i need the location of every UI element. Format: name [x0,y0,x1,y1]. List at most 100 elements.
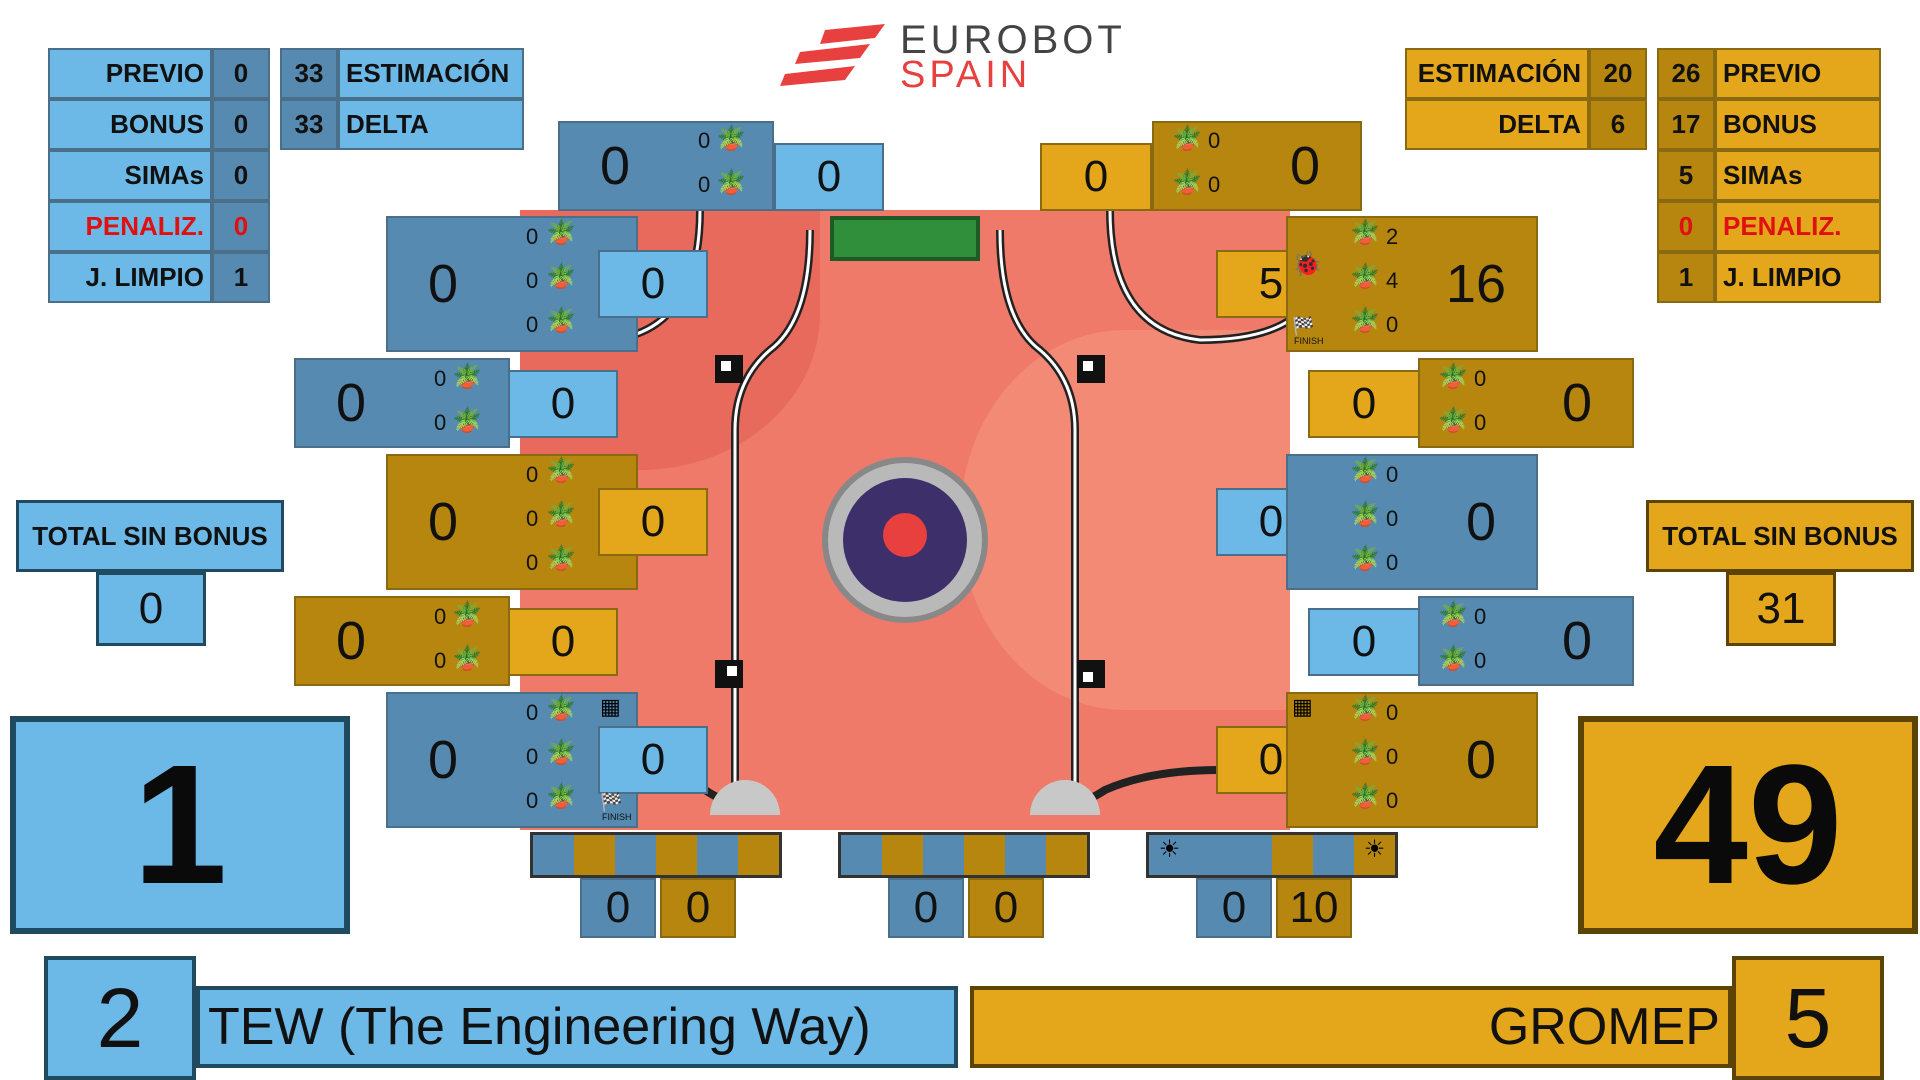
planter-icon: 🪴 [1172,169,1202,196]
blue-team-name: TEW (The Engineering Way) [208,998,871,1056]
right-zone-3-count-2: 0 [1386,506,1399,531]
right-zone-2-score: 0 [1561,373,1592,433]
blue-simas-value: 0 [233,160,249,190]
panel-3-yellow-score: 10 [1276,878,1352,938]
panel-slot [1046,835,1087,875]
top-yellow-zone-sub-score: 0 [1083,152,1109,201]
plant-pot-icon: 🪴 [1350,457,1380,484]
right-zone-2-sub: 0 [1308,370,1420,438]
left-zone-3-count-1: 0 [526,462,539,487]
panel-slot [1231,835,1272,875]
panel-slot [1272,835,1313,875]
left-zone-1-count-2: 0 [526,268,539,293]
panel-1-yellow-value: 0 [685,883,711,932]
panel-slot [964,835,1005,875]
yellow-previo-value: 26 [1671,58,1701,88]
planter-icon: 🪴 [1172,125,1202,152]
planter-icon: 🪴 [452,363,482,390]
plant-pot-icon: 🪴 [546,263,576,290]
right-zone-2: 0 [1418,358,1634,448]
panel-slot [841,835,882,875]
yellow-estimacion-label: ESTIMACIÓN [1417,58,1581,88]
plant-pot-icon: 🪴 [1350,739,1380,766]
top-blue-zone-score: 0 [600,136,631,196]
ladybug-icon: 🐞 [1292,251,1322,278]
right-zone-5-count-1: 0 [1386,700,1399,725]
panel-slot [1313,835,1354,875]
right-zone-4-score: 0 [1561,611,1592,671]
planter-icon: 🪴 [1438,645,1468,672]
panel-1-blue-value: 0 [605,883,631,932]
blue-estimacion-value: 33 [294,58,324,88]
yellow-total-sin-bonus-box: 31 [1726,572,1836,646]
panel-slot [656,835,697,875]
blue-simas-label-cell: SIMAs [48,150,212,201]
left-zone-1-sub: 0 [598,250,708,318]
right-zone-4-count-2: 0 [1474,648,1487,673]
logo-swoosh-icon [780,24,885,86]
panel-slot [738,835,779,875]
yellow-bonus-value: 17 [1671,109,1701,139]
panel-1-blue-score: 0 [580,878,656,938]
logo-line1: EUROBOT [900,18,1126,62]
left-zone-2-count-2: 0 [434,410,447,435]
right-zone-2-count-1: 0 [1474,366,1487,391]
blue-bonus-label-cell: BONUS [48,99,212,150]
left-zone-5-count-2: 0 [526,744,539,769]
left-zone-4-count-1: 0 [434,604,447,629]
yellow-estimacion-label-cell: ESTIMACIÓN [1405,48,1589,99]
right-zone-3-count-3: 0 [1386,550,1399,575]
plant-pot-icon: 🪴 [1350,695,1380,722]
blue-team-name-bar: TEW (The Engineering Way) [196,986,958,1068]
top-blue-count-1: 0 [698,128,711,153]
blue-previo-label-cell: PREVIO [48,48,212,99]
top-blue-zone: 0 [558,121,774,211]
panel-slot [533,835,574,875]
blue-estimacion-cell: 33 [280,48,338,99]
right-zone-5: 0 [1286,692,1538,828]
right-zone-3-count-1: 0 [1386,462,1399,487]
yellow-estimacion-cell: 20 [1589,48,1647,99]
top-green-zone [830,216,980,261]
plant-pot-icon: 🪴 [1350,545,1380,572]
left-zone-5-sub-score: 0 [640,735,666,784]
blue-estimacion-label: ESTIMACIÓN [346,58,510,88]
yellow-delta-label: DELTA [1498,109,1581,139]
left-zone-2-sub-score: 0 [550,379,576,428]
blue-penaliz-label: PENALIZ. [85,211,204,241]
blue-bonus-value: 0 [233,109,249,139]
left-zone-4-count-2: 0 [434,648,447,673]
solar-station-icon: ▦ [1292,694,1313,719]
yellow-delta-cell: 6 [1589,99,1647,150]
top-yellow-zone: 0 [1152,121,1362,211]
plant-pot-icon: 🪴 [546,783,576,810]
left-zone-1-score: 0 [428,254,459,314]
left-zone-2-count-1: 0 [434,366,447,391]
solar-panel-strip-2 [838,832,1090,878]
left-zone-3-count-3: 0 [526,550,539,575]
left-zone-2-score: 0 [336,373,367,433]
top-yellow-zone-score: 0 [1289,136,1320,196]
yellow-team-name: GROMEP [1488,998,1720,1056]
finish-flag-icon: 🏁 [600,792,623,812]
yellow-bonus-label-cell: BONUS [1715,99,1881,150]
yellow-team-number: 5 [1784,970,1832,1065]
yellow-simas-label: SIMAs [1723,160,1803,190]
blue-penaliz-label-cell: PENALIZ. [48,201,212,252]
blue-previo-value: 0 [233,58,249,88]
left-zone-5-count-1: 0 [526,700,539,725]
panel-1-yellow-score: 0 [660,878,736,938]
blue-delta-cell: 33 [280,99,338,150]
plant-pot-icon: 🪴 [546,219,576,246]
top-yellow-count-1: 0 [1208,128,1221,153]
yellow-delta-value: 6 [1610,109,1626,139]
panel-3-yellow-value: 10 [1289,883,1339,932]
blue-limpio-label: J. LIMPIO [85,262,204,292]
left-zone-2: 0 [294,358,510,448]
left-zone-1: 0 [386,216,638,352]
solar-station-icon: ▦ [600,694,621,719]
blue-team-number: 2 [96,970,144,1065]
left-zone-3-score: 0 [428,492,459,552]
panel-2-blue-score: 0 [888,878,964,938]
plant-pot-icon: 🪴 [546,307,576,334]
